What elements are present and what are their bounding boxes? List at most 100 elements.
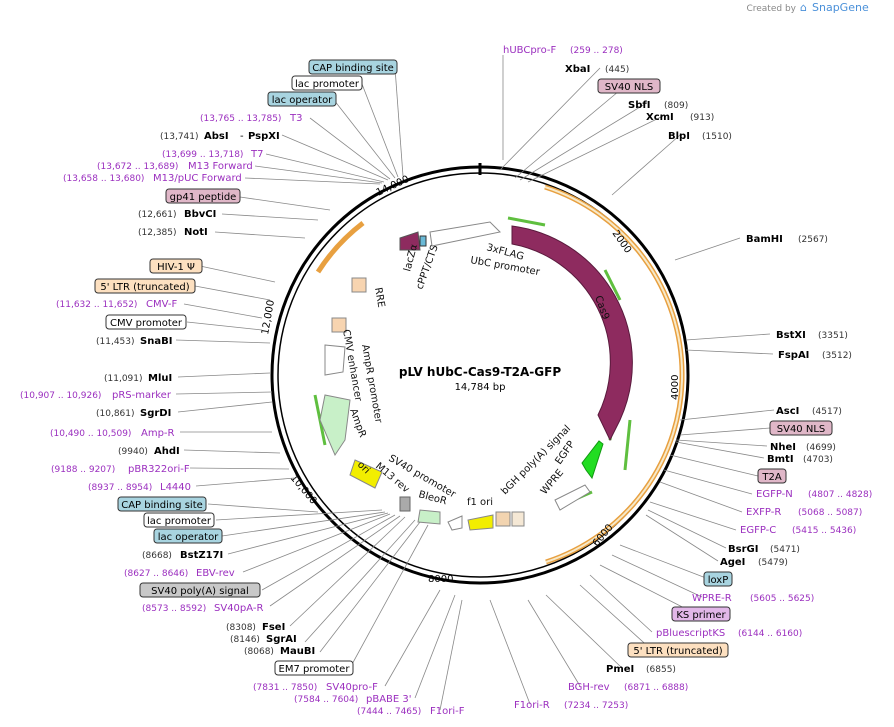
enzyme-bamhi[interactable]: BamHI [746,234,783,245]
feature-box[interactable] [149,258,203,274]
feature-box[interactable] [308,59,398,75]
feature-box[interactable] [105,314,187,330]
enzyme-fspai[interactable]: FspAI [778,350,809,361]
pos-m13-forward: (13,672 .. 13,689) [97,162,178,172]
feature-box[interactable] [267,91,337,107]
enzyme-bsrgi[interactable]: BsrGI [728,544,758,555]
feature-box[interactable] [165,188,241,204]
enzyme-agei[interactable]: AgeI [720,557,745,568]
pos-noti: (12,385) [138,228,177,238]
feature-box[interactable] [627,642,729,658]
feature-box[interactable] [153,528,223,544]
label-t2a[interactable]: T2A [761,472,781,483]
enzyme-xcmi[interactable]: XcmI [646,112,674,123]
label-em7-promoter[interactable]: EM7 promoter [279,664,351,675]
primer-wpre-r[interactable]: WPRE-R [692,593,732,604]
primer-hubcpro-f[interactable]: hUBCpro-F [503,45,556,56]
primer-ebv-rev[interactable]: EBV-rev [196,568,235,579]
enzyme-snabi[interactable]: SnaBI [140,336,172,347]
pos-bsrgi: (5471) [770,545,800,555]
enzyme-sbfi[interactable]: SbfI [628,100,650,111]
feature-box[interactable] [597,78,661,94]
primer-egfp-n[interactable]: EGFP-N [756,489,793,500]
primer-egfp-c[interactable]: EGFP-C [740,525,776,536]
label-gp41-peptide[interactable]: gp41 peptide [170,192,237,203]
label-cap-binding-site-2[interactable]: CAP binding site [121,500,203,511]
enzyme-bbvci[interactable]: BbvCI [184,209,216,220]
label-sv40-nls[interactable]: SV40 NLS [605,82,654,93]
label-5ltr-right[interactable]: 5' LTR (truncated) [633,646,722,657]
enzyme-bstxi[interactable]: BstXI [776,330,806,341]
label-cap-binding-site[interactable]: CAP binding site [312,63,394,74]
leader-lines [175,55,775,711]
enzyme-pspxi[interactable]: PspXI [248,131,280,142]
green-arc [507,216,546,227]
label-sv40-polya[interactable]: SV40 poly(A) signal [151,586,249,597]
primer-f1ori-r[interactable]: F1ori-R [514,700,550,711]
primer-cmv-f[interactable]: CMV-F [146,299,177,310]
pos-sbfi: (809) [664,101,688,111]
enzyme-sgrdi[interactable]: SgrDI [140,408,171,419]
feature-box[interactable] [117,496,207,512]
label-hiv1-psi[interactable]: HIV-1 Ψ [157,262,195,273]
label-lac-operator-2[interactable]: lac operator [158,532,219,543]
enzyme-bmti[interactable]: BmtI [767,454,794,465]
primer-m13-forward[interactable]: M13 Forward [188,161,253,172]
enzyme-bstz17i[interactable]: BstZ17I [180,550,223,561]
enzyme-fsei[interactable]: FseI [262,622,285,633]
enzyme-maubi[interactable]: MauBI [280,646,315,657]
feature-box[interactable] [143,512,215,528]
ori-small-arrow [447,515,463,531]
orange-band-left [315,221,365,274]
green-arc [603,269,622,301]
ubc-promoter-arrow [429,221,502,247]
primer-sv40pro-f[interactable]: SV40pro-F [326,682,378,693]
primer-exfp-r[interactable]: EXFP-R [746,507,781,518]
primer-sv40pa-r[interactable]: SV40pA-R [214,603,263,614]
feature-box[interactable] [703,571,733,587]
cmv-enhancer-block [331,317,347,333]
enzyme-noti[interactable]: NotI [184,227,208,238]
label-cmv-promoter[interactable]: CMV promoter [110,318,183,329]
feature-box[interactable] [671,606,731,622]
feature-box[interactable] [757,468,787,484]
primer-pbabe3[interactable]: pBABE 3' [366,694,412,705]
label-lac-operator[interactable]: lac operator [272,95,333,106]
feature-box[interactable] [291,75,363,91]
pos-hubcpro-f: (259 .. 278) [570,46,623,56]
primer-pbr322ori-f[interactable]: pBR322ori-F [128,464,190,475]
pos-absi: (13,741) [160,132,199,142]
enzyme-ahdi[interactable]: AhdI [154,446,180,457]
enzyme-asci[interactable]: AscI [776,406,799,417]
enzyme-sgrai[interactable]: SgrAI [266,634,297,645]
feature-box[interactable] [94,278,196,294]
feature-box[interactable] [769,420,833,436]
feature-box[interactable] [139,582,261,598]
label-sv40-nls-2[interactable]: SV40 NLS [777,424,826,435]
primer-pbluescriptks[interactable]: pBluescriptKS [656,628,725,639]
primer-m13-puc-forward[interactable]: M13/pUC Forward [153,173,242,184]
primer-bgh-rev[interactable]: BGH-rev [568,682,610,693]
label-loxp[interactable]: loxP [708,575,729,586]
primer-prs-marker[interactable]: pRS-marker [112,390,172,401]
primer-t7[interactable]: T7 [250,149,263,160]
cas9-arrow [511,225,633,442]
enzyme-mlui[interactable]: MluI [148,373,172,384]
enzyme-nhei[interactable]: NheI [770,442,796,453]
label-5ltr-left[interactable]: 5' LTR (truncated) [100,282,189,293]
label-lac-promoter-2[interactable]: lac promoter [147,516,212,527]
label-ks-primer[interactable]: KS primer [676,610,726,621]
enzyme-absi[interactable]: AbsI [204,131,229,142]
primer-l4440[interactable]: L4440 [160,482,191,493]
pos-prs-marker: (10,907 .. 10,926) [20,391,101,401]
pos-snabi: (11,453) [96,337,135,347]
pos-ahdi: (9940) [118,447,148,457]
enzyme-blpi[interactable]: BlpI [668,131,690,142]
feature-box[interactable] [274,660,354,676]
primer-amp-r[interactable]: Amp-R [141,428,175,439]
primer-t3[interactable]: T3 [289,113,302,124]
enzyme-pmei[interactable]: PmeI [606,664,634,675]
enzyme-xbai[interactable]: XbaI [565,64,590,75]
label-lac-promoter[interactable]: lac promoter [295,79,360,90]
primer-f1ori-f[interactable]: F1ori-F [430,706,465,717]
